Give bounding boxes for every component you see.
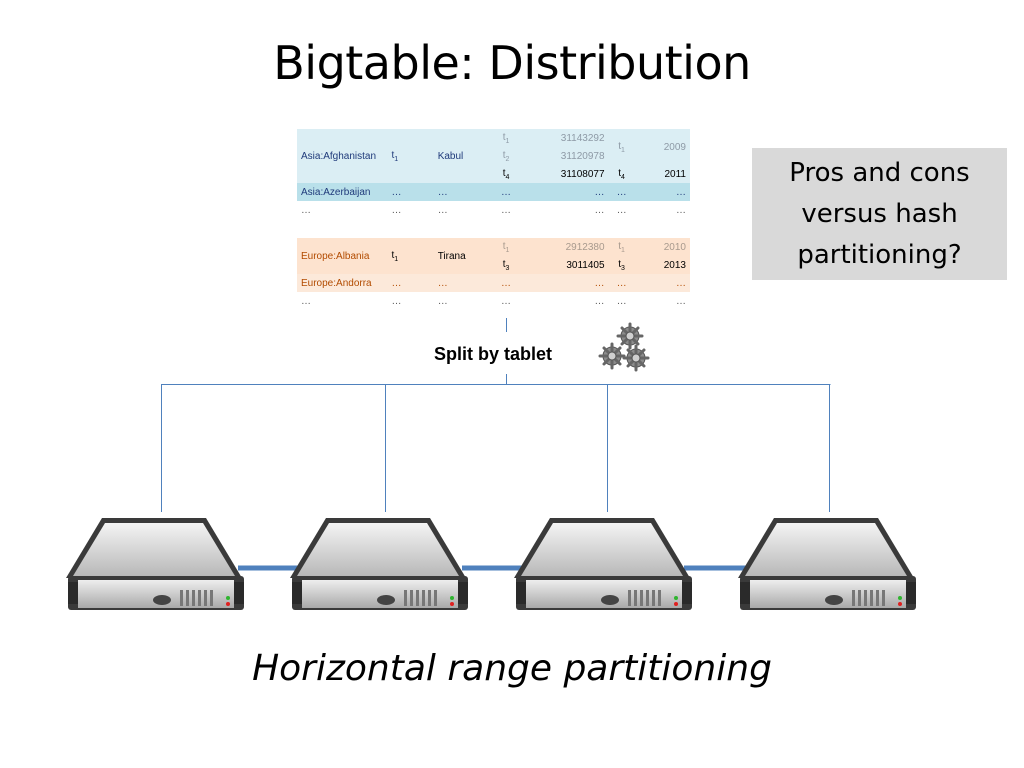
capital-cell: Tirana — [433, 238, 482, 274]
table-cell: … — [530, 292, 609, 310]
slide-caption: Horizontal range partitioning — [252, 648, 772, 689]
timestamp-cell: t1 — [387, 238, 434, 274]
question-callout: Pros and cons versus hash partitioning? — [752, 148, 1007, 280]
table-cell: … — [387, 292, 434, 310]
table-cell: … — [433, 292, 482, 310]
timestamp-cell: t3 — [481, 256, 531, 274]
split-label: Split by tablet — [434, 344, 553, 364]
server-4 — [738, 518, 916, 610]
table-row: Europe:Andorra … … … … … … — [297, 274, 690, 292]
population-cell: 31120978 — [530, 147, 609, 165]
table-cell: … — [530, 201, 609, 219]
table-cell: … — [608, 274, 635, 292]
table-cell: … — [433, 201, 482, 219]
server-icon — [66, 518, 244, 610]
table-cell: … — [433, 274, 482, 292]
table-cell: … — [481, 274, 531, 292]
row-key: Asia:Azerbaijan — [297, 183, 388, 201]
capital-cell: Kabul — [433, 129, 482, 183]
row-key: Europe:Andorra — [297, 274, 388, 292]
population-cell: 3011405 — [530, 256, 609, 274]
server-3 — [514, 518, 692, 610]
population-cell: 31108077 — [530, 165, 609, 183]
year-cell: 2010 — [634, 238, 690, 256]
table-cell: … — [387, 274, 434, 292]
table-row: Europe:Albania t1 Tirana t1 2912380 t1 2… — [297, 238, 690, 274]
row-key: Asia:Afghanistan — [297, 129, 388, 183]
timestamp-cell: t4 — [608, 165, 635, 183]
table-cell: … — [608, 183, 635, 201]
table-cell: … — [530, 183, 609, 201]
row-key: … — [297, 201, 388, 219]
table-row: t3 3011405 t3 2013 — [297, 256, 690, 274]
timestamp-cell: t1 — [608, 129, 635, 165]
table-cell: … — [608, 201, 635, 219]
table-row: t2 31120978 — [297, 147, 690, 165]
population-cell: 2912380 — [530, 238, 609, 256]
timestamp-cell: t4 — [481, 165, 531, 183]
server-icon — [290, 518, 468, 610]
table-row: t4 31108077 t4 2011 — [297, 165, 690, 183]
connector-lines — [161, 318, 831, 512]
table-cell: … — [634, 183, 690, 201]
tablet-table-asia: Asia:Afghanistan t1 Kabul t1 31143292 t1… — [297, 129, 690, 219]
table-cell: … — [634, 201, 690, 219]
table-cell: … — [481, 201, 531, 219]
table-cell: … — [634, 292, 690, 310]
timestamp-cell: t3 — [608, 256, 635, 274]
table-row: … … … … … … … — [297, 201, 690, 219]
table-cell: … — [608, 292, 635, 310]
table-cell: … — [387, 183, 434, 201]
timestamp-cell: t1 — [481, 129, 531, 147]
table-row: … … … … … … … — [297, 292, 690, 310]
year-cell: 2013 — [634, 256, 690, 274]
row-key: … — [297, 292, 388, 310]
timestamp-cell: t2 — [481, 147, 531, 165]
table-row: Asia:Afghanistan t1 Kabul t1 31143292 t1… — [297, 129, 690, 183]
table-cell: … — [530, 274, 609, 292]
tablet-table-europe: Europe:Albania t1 Tirana t1 2912380 t1 2… — [297, 238, 690, 310]
gears-icon — [598, 322, 650, 372]
slide-title: Bigtable: Distribution — [273, 36, 751, 90]
timestamp-cell: t1 — [481, 238, 531, 256]
timestamp-cell: t1 — [387, 129, 434, 183]
population-cell: 31143292 — [530, 129, 609, 147]
server-1 — [66, 518, 244, 610]
table-cell: … — [481, 292, 531, 310]
server-icon — [738, 518, 916, 610]
table-row: Asia:Azerbaijan … … … … … … — [297, 183, 690, 201]
table-cell: … — [481, 183, 531, 201]
table-cell: … — [433, 183, 482, 201]
table-cell: … — [634, 274, 690, 292]
timestamp-cell: t1 — [608, 238, 635, 256]
row-key: Europe:Albania — [297, 238, 388, 274]
year-cell: 2011 — [634, 165, 690, 183]
year-cell: 2009 — [634, 129, 690, 165]
server-icon — [514, 518, 692, 610]
table-cell: … — [387, 201, 434, 219]
server-2 — [290, 518, 468, 610]
